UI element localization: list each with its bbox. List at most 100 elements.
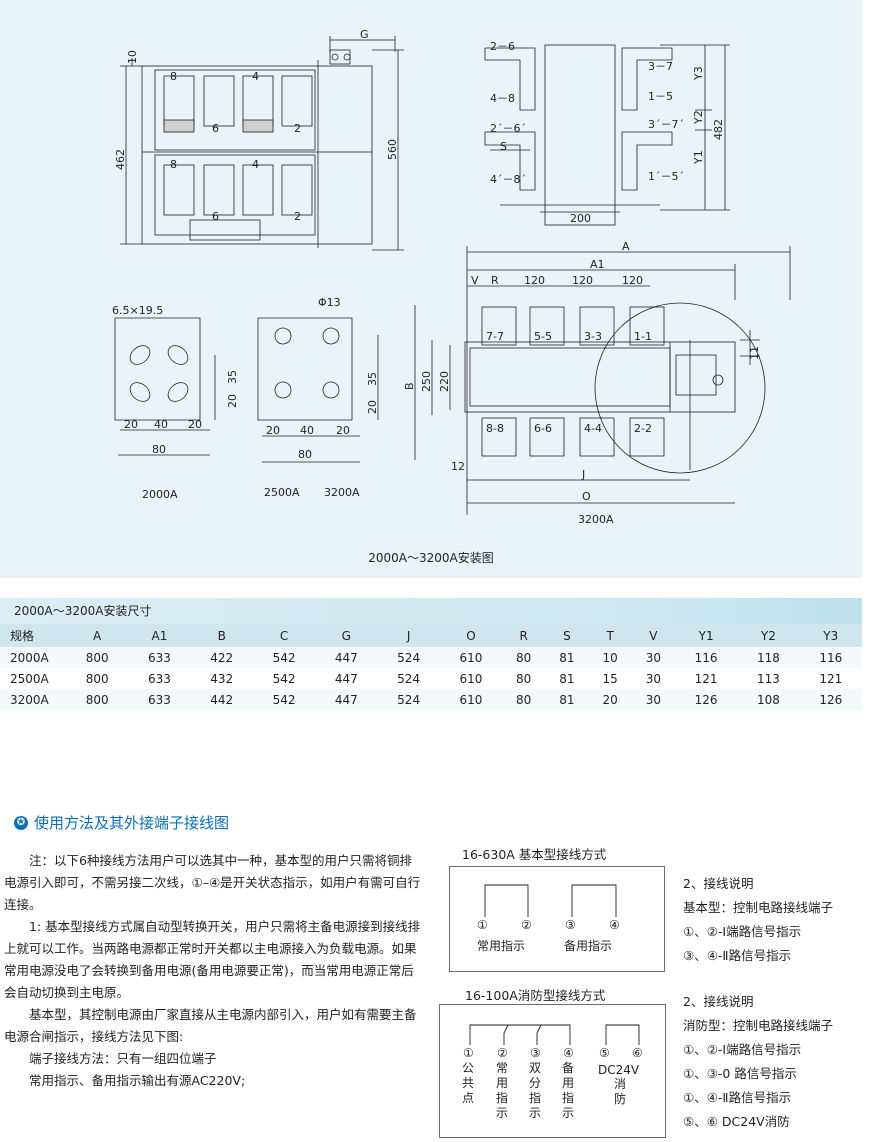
desc-fire: 2、接线说明 消防型：控制电路接线端子 ①、②-Ⅰ端路信号指示 ①、③-0 路信… xyxy=(683,990,833,1134)
table-cell: 524 xyxy=(377,689,440,710)
star-icon: ✪ xyxy=(14,815,28,830)
table-cell: 633 xyxy=(128,668,191,689)
fire-label-standby: 备用指示 xyxy=(562,1061,575,1120)
table-cell: 542 xyxy=(252,689,316,710)
table-cell: 80 xyxy=(502,647,546,668)
spec-col-header: A xyxy=(66,624,129,647)
dim-a: A xyxy=(622,240,630,253)
h3200-dim-20b: 20 xyxy=(336,424,350,437)
desc-fire-line: ①、④-Ⅱ路信号指示 xyxy=(683,1090,792,1105)
table-cell: 3200A xyxy=(0,689,66,710)
basic-term-2: ② xyxy=(521,918,532,932)
basic-term-3: ③ xyxy=(565,918,576,932)
spec-table-title: 2000A～3200A安装尺寸 xyxy=(0,598,862,624)
sv-label-1-5: 1－5 xyxy=(648,90,673,103)
front-view xyxy=(120,36,404,251)
table-cell: 81 xyxy=(545,689,589,710)
desc-fire-heading: 2、接线说明 xyxy=(683,994,754,1009)
dim-10: 10 xyxy=(126,50,139,64)
spec-col-header: Y2 xyxy=(737,624,800,647)
table-cell: 800 xyxy=(66,668,129,689)
wiring-basic-svg: ① ② ③ ④ 常用指示 备用指示 xyxy=(477,884,620,953)
table-cell: 10 xyxy=(588,647,632,668)
main-view-model: 3200A xyxy=(578,513,614,526)
desc-basic-line: ③、④-Ⅱ路信号指示 xyxy=(683,948,792,963)
spec-col-header: Y3 xyxy=(799,624,862,647)
note-paragraph: 注：以下6种接线方法用户可以选其中一种，基本型的用户只需将铜排电源引入即可，不需… xyxy=(4,853,421,912)
sv-label-2p-6p: 2´－6´ xyxy=(490,122,526,135)
note-paragraph: 基本型，其控制电源由厂家直接从主电源内部引入，用户如有需要主备电源合闸指示，接线… xyxy=(4,1007,417,1044)
usage-notes: 注：以下6种接线方法用户可以选其中一种，基本型的用户只需将铜排电源引入即可，不需… xyxy=(4,850,424,1092)
table-cell: 542 xyxy=(252,668,316,689)
table-cell: 2500A xyxy=(0,668,66,689)
desc-fire-line: 消防型：控制电路接线端子 xyxy=(683,1018,834,1033)
table-cell: 30 xyxy=(631,668,675,689)
dim-482: 482 xyxy=(712,119,725,140)
dim-v: V xyxy=(471,274,479,287)
table-cell: 80 xyxy=(502,668,546,689)
fv-lower-6: 6 xyxy=(212,210,219,223)
term-5-5: 5-5 xyxy=(534,330,552,343)
dim-560: 560 xyxy=(386,139,399,160)
section-heading: ✪ 使用方法及其外接端子接线图 xyxy=(14,812,229,833)
h3200-dim-80: 80 xyxy=(298,448,312,461)
fire-label-fire: 消防 xyxy=(614,1077,627,1106)
table-cell: 30 xyxy=(631,689,675,710)
dim-o: O xyxy=(582,490,591,503)
sv-label-3-7: 3－7 xyxy=(648,60,673,73)
hole-diameter: Φ13 xyxy=(318,296,341,309)
wiring-basic-title: 16-630A 基本型接线方式 xyxy=(462,847,607,862)
spec-col-header: B xyxy=(190,624,253,647)
table-cell: 447 xyxy=(315,668,378,689)
dim-y2: Y2 xyxy=(692,110,705,125)
fv-upper-8: 8 xyxy=(170,70,177,83)
note-paragraph: 常用指示、备用指示输出有源AC220V; xyxy=(29,1073,246,1088)
table-cell: 116 xyxy=(674,647,738,668)
desc-basic-heading: 2、接线说明 xyxy=(683,876,754,891)
table-cell: 633 xyxy=(128,647,191,668)
h2000-dim-80: 80 xyxy=(152,443,166,456)
fire-label-double-off: 双分指示 xyxy=(529,1061,542,1120)
spec-col-header: J xyxy=(377,624,440,647)
fire-term-5: ⑤ xyxy=(599,1046,610,1060)
desc-basic: 2、接线说明 基本型：控制电路接线端子 ①、②-Ⅰ端路信号指示 ③、④-Ⅱ路信号… xyxy=(683,872,833,968)
section-title: 使用方法及其外接端子接线图 xyxy=(34,814,230,832)
h2000-dim-20a: 20 xyxy=(124,418,138,431)
fv-lower-2: 2 xyxy=(294,210,301,223)
table-cell: 610 xyxy=(439,689,503,710)
sv-label-3p-7p: 3´－7´ xyxy=(648,118,684,131)
table-cell: 118 xyxy=(737,647,800,668)
term-4-4: 4-4 xyxy=(584,422,602,435)
term-3-3: 3-3 xyxy=(584,330,602,343)
table-cell: 121 xyxy=(799,668,862,689)
h3200-dim-20a: 20 xyxy=(266,424,280,437)
table-cell: 442 xyxy=(190,689,253,710)
term-1-1: 1-1 xyxy=(634,330,652,343)
dim-b: B xyxy=(403,382,416,390)
hole-pattern-3200 xyxy=(257,317,379,463)
h3200-model-a: 2500A xyxy=(264,486,300,499)
wiring-fire-svg: ① ② ③ ④ ⑤ ⑥ DC24V xyxy=(463,1024,643,1077)
dim-120a: 120 xyxy=(524,274,545,287)
h2000-dim-35: 35 xyxy=(226,370,239,384)
spec-col-header: A1 xyxy=(128,624,191,647)
sv-label-1p-5p: 1´－5´ xyxy=(648,170,684,183)
wiring-basic-diagram: ① ② ③ ④ 常用指示 备用指示 xyxy=(449,866,665,972)
table-cell: 116 xyxy=(799,647,862,668)
fire-term-3: ③ xyxy=(530,1046,541,1060)
table-cell: 113 xyxy=(737,668,800,689)
h3200-dim-20v: 20 xyxy=(366,400,379,414)
dim-120c: 120 xyxy=(622,274,643,287)
fire-term-4: ④ xyxy=(563,1046,574,1060)
dim-120b: 120 xyxy=(572,274,593,287)
note-paragraph: 端子接线方法：只有一组四位端子 xyxy=(29,1051,217,1066)
table-cell: 447 xyxy=(315,647,378,668)
dim-y3: Y3 xyxy=(692,66,705,81)
fv-upper-2: 2 xyxy=(294,122,301,135)
table-cell: 30 xyxy=(631,647,675,668)
fv-lower-4: 4 xyxy=(252,158,259,171)
desc-basic-line: 基本型：控制电路接线端子 xyxy=(683,900,834,915)
